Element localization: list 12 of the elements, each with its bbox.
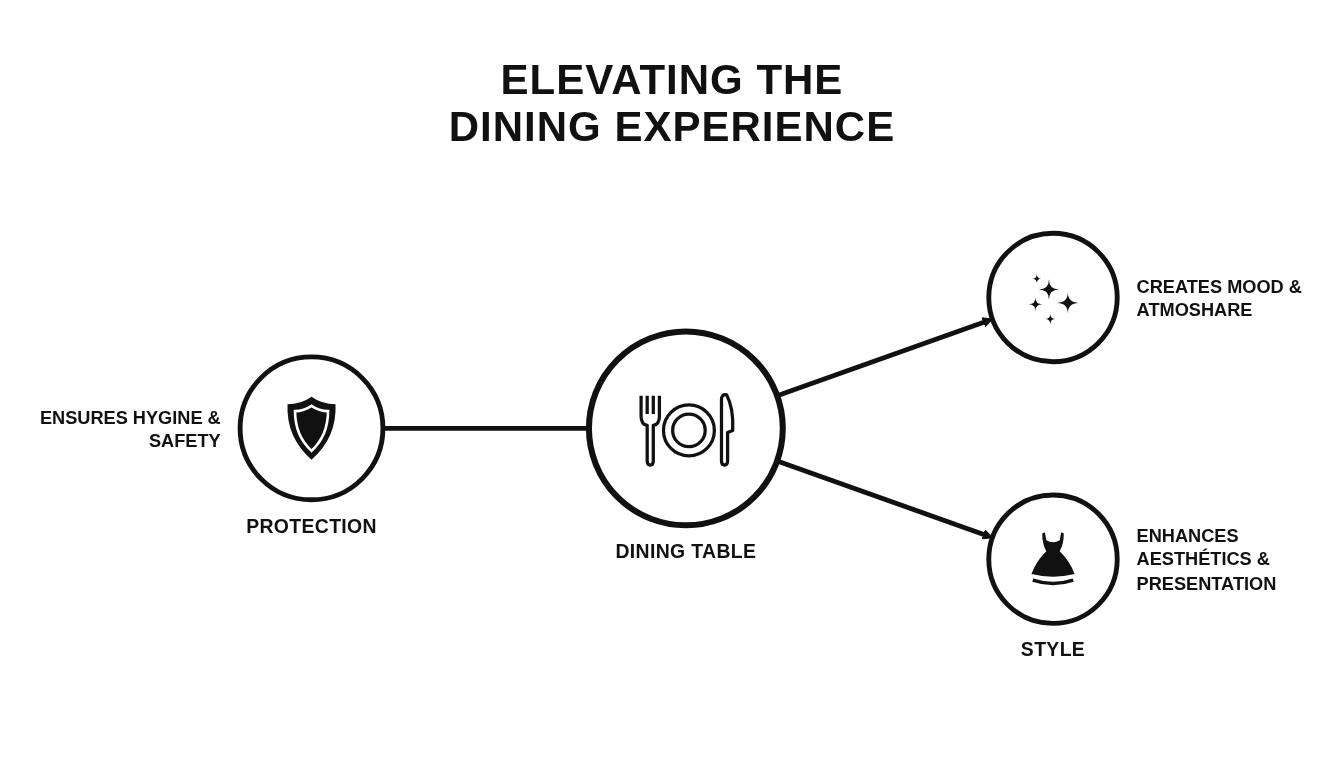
diagram-title: ELEVATING THE DINING EXPERIENCE [447,56,897,151]
node-circle [986,230,1120,365]
node-label: PROTECTION [246,515,377,537]
node-label: STYLE [1020,639,1086,660]
node-circle [585,328,786,529]
node-description: ENSURES HYGINE & SAFETY [38,405,221,453]
connector [382,426,589,431]
node-circle [237,354,386,503]
node-description: ENHANCES AESTHÉTICS & PRESENTATION [1136,523,1278,595]
node-description: CREATES MOOD & ATMOSHARE [1136,274,1303,322]
node-label: DINING TABLE [615,541,757,562]
node-circle [986,492,1120,626]
